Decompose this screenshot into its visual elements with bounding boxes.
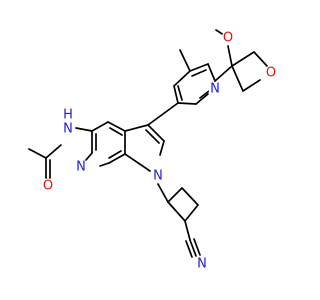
- bond: [147, 102, 179, 126]
- bond: [91, 121, 109, 132]
- bond: [85, 152, 93, 161]
- atom-n-pyridine-top: N: [208, 82, 222, 97]
- atom-symbol: N: [153, 169, 163, 184]
- bond: [253, 51, 268, 67]
- bond: [177, 85, 183, 101]
- atom-o-carbonyl: O: [41, 179, 55, 194]
- atom-h-amide: H: [61, 108, 75, 123]
- bond: [242, 79, 261, 92]
- bond: [195, 93, 209, 105]
- atom-label-background: [61, 108, 75, 122]
- atom-label-background: [208, 82, 222, 96]
- bond-layer: [28, 29, 268, 258]
- bond: [173, 70, 191, 87]
- atom-symbol: O: [43, 179, 53, 194]
- bond: [184, 204, 199, 222]
- bond: [184, 220, 191, 241]
- atom-symbol: N: [63, 122, 73, 137]
- atom-label-background: [151, 169, 165, 183]
- bond: [45, 144, 62, 159]
- bond: [193, 238, 201, 256]
- bond: [189, 239, 197, 257]
- atom-n-amide: N: [61, 122, 75, 137]
- atom-symbol: H: [63, 108, 73, 123]
- bond: [191, 69, 207, 77]
- bond: [231, 65, 244, 92]
- bond: [179, 49, 191, 72]
- bond: [109, 127, 123, 136]
- atom-label-background: [264, 66, 278, 80]
- atom-symbol: O: [223, 31, 233, 46]
- atom-symbol: N: [210, 82, 220, 97]
- bond: [167, 201, 186, 222]
- bond: [75, 127, 93, 132]
- bond: [207, 63, 216, 82]
- bond: [231, 51, 255, 67]
- bond: [173, 85, 179, 104]
- bond: [159, 140, 165, 156]
- atom-o-thf: O: [264, 66, 278, 81]
- bond: [99, 162, 110, 167]
- bond: [199, 90, 210, 99]
- atom-symbol: N: [76, 160, 86, 175]
- bond: [157, 183, 169, 203]
- bond: [185, 240, 193, 258]
- atom-n-pyrrole: N: [151, 169, 165, 184]
- atom-label-background: [61, 122, 75, 136]
- bond: [28, 148, 47, 159]
- atom-o-methoxy: O: [221, 31, 235, 46]
- bond: [124, 124, 149, 132]
- bond: [145, 129, 160, 144]
- atom-symbol: O: [266, 66, 276, 81]
- atom-symbol: N: [197, 257, 207, 272]
- bond: [124, 153, 151, 172]
- atom-label-background: [221, 31, 235, 45]
- bond: [108, 153, 126, 164]
- bond: [181, 187, 199, 206]
- atom-label-background: [195, 257, 209, 271]
- bond: [107, 121, 126, 132]
- atom-n-pyridine-fused: N: [74, 160, 88, 175]
- bond: [108, 150, 122, 159]
- bond: [167, 187, 183, 203]
- atom-n-nitrile: N: [195, 257, 209, 272]
- atom-label-background: [74, 160, 88, 174]
- bond: [177, 102, 197, 105]
- bond: [214, 65, 233, 82]
- atom-label-background: [41, 179, 55, 193]
- bond: [227, 45, 233, 67]
- bond: [147, 124, 165, 142]
- bond: [189, 63, 209, 72]
